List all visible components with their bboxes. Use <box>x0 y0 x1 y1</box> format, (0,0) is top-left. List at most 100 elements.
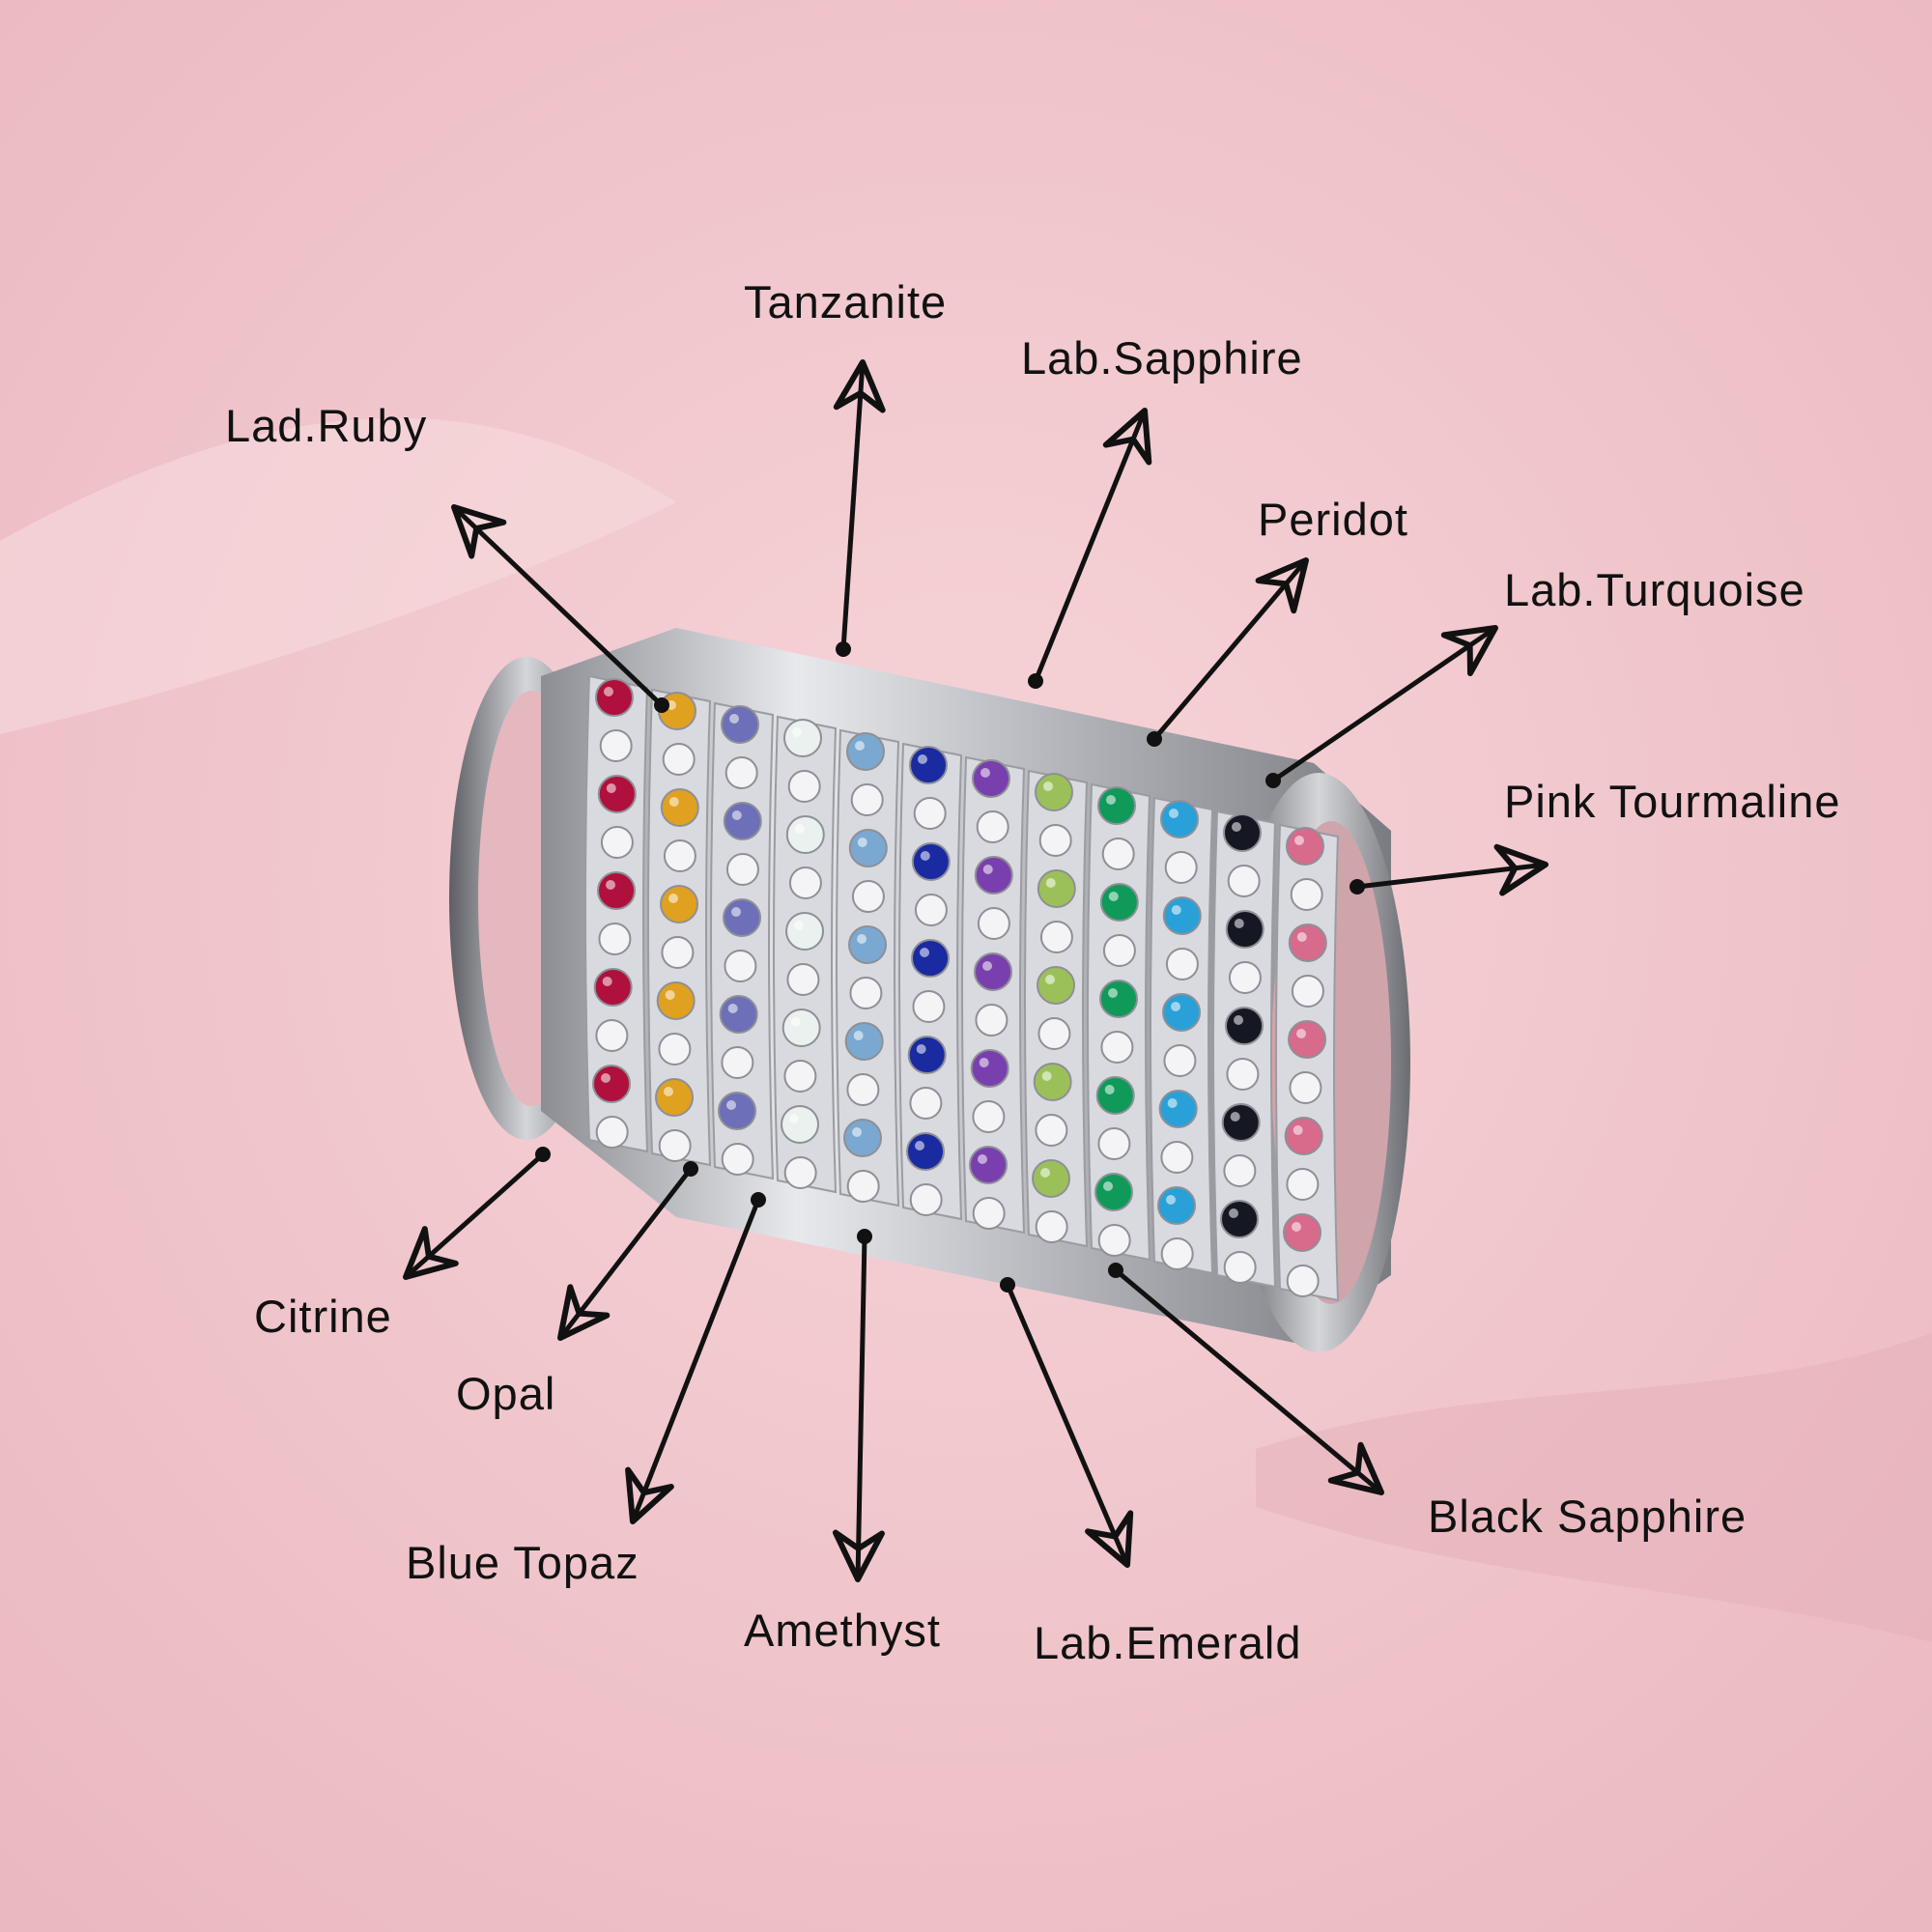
gem-highlight <box>1043 781 1053 791</box>
gem-peridot <box>1033 1063 1072 1101</box>
gem-lab-sapphire <box>909 746 948 784</box>
gem-highlight <box>1108 892 1119 901</box>
gem-amethyst <box>974 952 1013 991</box>
gem-white-stone <box>972 1197 1006 1230</box>
gem-white-stone <box>663 839 696 872</box>
gem-ruby <box>595 678 634 717</box>
gem-tanzanite <box>723 898 762 937</box>
gem-highlight <box>1171 905 1181 915</box>
gem-highlight <box>668 797 679 807</box>
gem-lab-turquoise <box>1160 800 1199 838</box>
gem-highlight <box>731 810 742 820</box>
gem-highlight <box>918 754 927 764</box>
gem-highlight <box>727 1004 738 1013</box>
gem-peridot <box>1035 773 1073 811</box>
gem-white-stone <box>599 729 633 762</box>
gem-ruby <box>597 775 637 813</box>
gem-highlight <box>792 727 802 737</box>
gem-white-stone <box>725 853 759 886</box>
arrow-citrine <box>403 1152 545 1280</box>
gem-highlight <box>606 783 616 793</box>
gem-white-stone <box>1100 1031 1134 1064</box>
gem-lab-turquoise <box>1162 993 1202 1032</box>
gem-white-stone <box>1101 838 1135 870</box>
gem-highlight <box>978 1154 988 1164</box>
gem-highlight <box>1104 1085 1115 1094</box>
gem-white-stone <box>1290 878 1323 911</box>
gem-white-stone <box>1035 1210 1068 1243</box>
gem-blue-topaz <box>844 1022 884 1061</box>
gem-highlight <box>1171 1002 1181 1011</box>
gem-lab-turquoise <box>1158 1090 1198 1128</box>
gem-white-stone <box>1038 824 1072 857</box>
gem-blue-topaz <box>846 732 885 771</box>
gem-white-stone <box>1160 1141 1194 1174</box>
gem-pink-tourmaline <box>1288 1020 1327 1059</box>
gem-white-stone <box>721 1143 754 1176</box>
label-peridot: Peridot <box>1258 494 1408 545</box>
gem-highlight <box>1229 1208 1239 1218</box>
gem-blue-topaz <box>848 829 888 867</box>
gem-lab-emerald <box>1099 980 1139 1018</box>
gem-highlight <box>1292 1222 1302 1232</box>
gem-white-stone <box>1163 1044 1197 1077</box>
gem-highlight <box>857 934 867 944</box>
gem-highlight <box>982 961 993 971</box>
gem-citrine <box>660 885 699 923</box>
gem-white-stone <box>1226 1058 1260 1091</box>
gem-white-stone <box>1160 1237 1194 1270</box>
gem-white-stone <box>851 880 885 913</box>
gem-white-stone <box>846 1170 880 1203</box>
gem-white-stone <box>914 894 948 926</box>
gem-black-sapphire <box>1223 813 1262 852</box>
ring-stack <box>449 628 1410 1352</box>
gem-highlight <box>852 1127 863 1137</box>
gem-highlight <box>664 1087 674 1096</box>
gem-white-stone <box>1289 1071 1322 1104</box>
gem-white-stone <box>1286 1264 1320 1297</box>
label-lab-sapphire: Lab.Sapphire <box>1021 332 1303 384</box>
gem-white-stone <box>658 1129 692 1162</box>
gem-white-stone <box>1227 865 1261 897</box>
gem-white-stone <box>661 936 695 969</box>
gem-highlight <box>1167 1098 1178 1108</box>
gem-amethyst <box>969 1146 1009 1184</box>
gem-black-sapphire <box>1221 1103 1261 1142</box>
gem-white-stone <box>1223 1251 1257 1284</box>
gem-tanzanite <box>718 1092 757 1130</box>
gem-opal <box>783 719 822 757</box>
gem-white-stone <box>1164 851 1198 884</box>
arrow-lab-emerald <box>1005 1284 1134 1568</box>
gem-highlight <box>1041 1071 1052 1081</box>
gem-lab-emerald <box>1099 883 1139 922</box>
gem-white-stone <box>724 756 758 789</box>
fabric-fold <box>0 417 676 734</box>
gem-blue-topaz <box>843 1119 883 1157</box>
gem-white-stone <box>1102 934 1136 967</box>
gem-highlight <box>1293 1125 1303 1135</box>
gem-opal <box>785 815 825 854</box>
gem-highlight <box>1040 1168 1051 1178</box>
gem-opal <box>785 912 825 951</box>
arrow-lad-ruby <box>451 504 664 707</box>
gem-white-stone <box>1097 1224 1131 1257</box>
gem-highlight <box>1230 1112 1240 1122</box>
fabric-fold <box>1256 1333 1932 1642</box>
arrow-lab-turquoise <box>1271 625 1498 783</box>
gem-white-stone <box>1223 1154 1257 1187</box>
gem-white-stone <box>849 977 883 1009</box>
gem-highlight <box>980 768 990 778</box>
gem-highlight <box>668 894 679 903</box>
gem-highlight <box>729 714 739 724</box>
gem-white-stone <box>909 1183 943 1216</box>
gem-white-stone <box>595 1116 629 1149</box>
gem-white-stone <box>1286 1168 1320 1201</box>
gem-lab-emerald <box>1094 1173 1134 1211</box>
gem-highlight <box>1169 809 1179 818</box>
label-lab-turquoise: Lab.Turquoise <box>1504 564 1805 615</box>
gem-ruby <box>593 968 633 1007</box>
gem-pink-tourmaline <box>1286 827 1324 866</box>
gem-highlight <box>979 1058 989 1067</box>
gem-amethyst <box>970 1049 1009 1088</box>
gem-highlight <box>606 880 616 890</box>
